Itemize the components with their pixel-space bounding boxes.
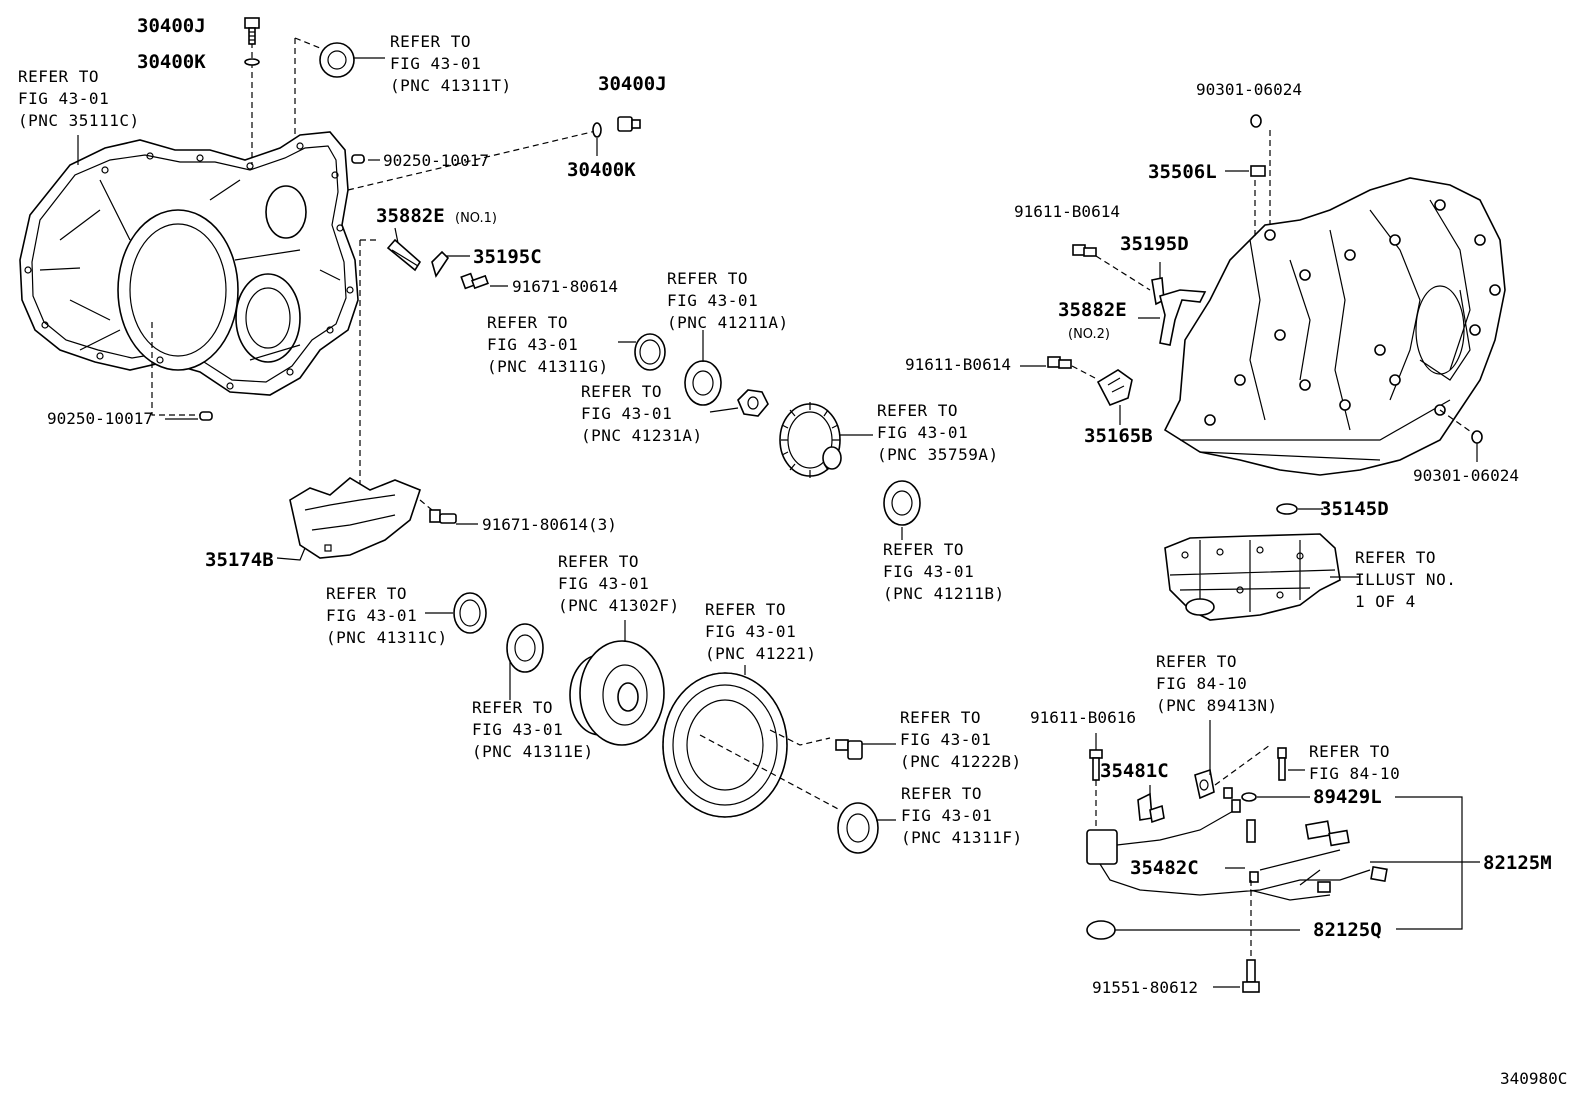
o-ring-90301-06024-top-icon: [1250, 114, 1262, 128]
callout-89429l[interactable]: 89429L: [1313, 786, 1382, 808]
ref-41311g[interactable]: REFER TO FIG 43-01 (PNC 41311G): [487, 313, 609, 376]
callout-91611-b0614-b[interactable]: 91611-B0614: [905, 355, 1011, 374]
callout-labels: 30400J 30400K 30400J 30400K 90250-10017 …: [47, 15, 1552, 997]
sensor-89413n-icon: [1194, 768, 1215, 800]
ref-41311e[interactable]: REFER TO FIG 43-01 (PNC 41311E): [472, 698, 594, 761]
shield-35174b-icon: [289, 477, 421, 559]
callout-no2: (NO.2): [1068, 327, 1110, 342]
ring-gear-41221-icon: [662, 672, 788, 818]
callout-35481c[interactable]: 35481C: [1100, 760, 1169, 782]
ref-illust-1-of-4[interactable]: REFER TO ILLUST NO. 1 OF 4: [1355, 548, 1466, 611]
callout-91671-80614[interactable]: 91671-80614: [512, 277, 618, 296]
plug-35145d-icon: [1276, 503, 1298, 515]
callout-30400k-mid[interactable]: 30400K: [567, 159, 636, 181]
callout-30400k-top[interactable]: 30400K: [137, 51, 206, 73]
bracket-35195c-icon: [431, 250, 450, 278]
plug-30400j-icon: [617, 116, 641, 132]
callout-35482c[interactable]: 35482C: [1130, 857, 1199, 879]
callout-82125q[interactable]: 82125Q: [1313, 919, 1382, 941]
callout-91671-80614-3[interactable]: 91671-80614(3): [482, 515, 617, 534]
ref-41311f[interactable]: REFER TO FIG 43-01 (PNC 41311F): [901, 784, 1023, 847]
bolt-91671-80614-3-icon: [429, 509, 457, 524]
bolt-30400j-icon: [244, 17, 260, 45]
ref-41311c[interactable]: REFER TO FIG 43-01 (PNC 41311C): [326, 584, 448, 647]
o-ring-89429l-icon: [1241, 792, 1257, 802]
ref-41211a[interactable]: REFER TO FIG 43-01 (PNC 41211A): [667, 269, 789, 332]
figure-code: 340980C: [1500, 1069, 1567, 1088]
bearing-41211b-icon: [883, 480, 921, 526]
ref-35759a[interactable]: REFER TO FIG 43-01 (PNC 35759A): [877, 401, 999, 464]
callout-90250-10017-a[interactable]: 90250-10017: [383, 151, 489, 170]
wire-harness-82125m-illustration: [1086, 787, 1388, 901]
callout-90301-06024-bot[interactable]: 90301-06024: [1413, 466, 1519, 485]
callout-35195d[interactable]: 35195D: [1120, 233, 1189, 255]
ref-89413n[interactable]: REFER TO FIG 84-10 (PNC 89413N): [1156, 652, 1278, 715]
valve-body-illustration: [1164, 533, 1341, 621]
tube-35882e-no2-icon: [1159, 289, 1207, 346]
gear-35759a-icon: [779, 402, 842, 478]
pin-90250-10017-a-icon: [351, 154, 365, 164]
ref-41302f[interactable]: REFER TO FIG 43-01 (PNC 41302F): [558, 552, 680, 615]
callout-35195c[interactable]: 35195C: [473, 246, 542, 268]
callout-35882e-no1[interactable]: 35882E: [376, 205, 445, 227]
clip-35882e-no1-icon: [386, 238, 422, 272]
ref-41222b[interactable]: REFER TO FIG 43-01 (PNC 41222B): [900, 708, 1022, 771]
bolt-41222b-icon: [835, 739, 863, 760]
callout-82125m[interactable]: 82125M: [1483, 852, 1552, 874]
bearing-41311e-icon: [506, 623, 544, 673]
plug-35506l-icon: [1250, 165, 1266, 177]
reference-notes: REFER TO FIG 43-01 (PNC 35111C) REFER TO…: [18, 32, 1466, 847]
callout-90250-10017-b[interactable]: 90250-10017: [47, 409, 153, 428]
callout-30400j-mid[interactable]: 30400J: [598, 73, 667, 95]
o-ring-82125q-icon: [1086, 920, 1116, 940]
oil-seal-41311c-icon: [453, 592, 487, 634]
gasket-30400k-icon: [244, 58, 260, 66]
bearing-41311f-icon: [837, 802, 879, 854]
ref-41311t[interactable]: REFER TO FIG 43-01 (PNC 41311T): [390, 32, 512, 95]
callout-90301-06024-top[interactable]: 90301-06024: [1196, 80, 1302, 99]
bolt-91611-b0614-a-icon: [1072, 244, 1097, 257]
callout-91551-80612[interactable]: 91551-80612: [1092, 978, 1198, 997]
callout-35145d[interactable]: 35145D: [1320, 498, 1389, 520]
callout-30400j-top[interactable]: 30400J: [137, 15, 206, 37]
bolt-91551-80612-icon: [1242, 959, 1260, 993]
callout-35174b[interactable]: 35174B: [205, 549, 274, 571]
transaxle-housing-illustration: [19, 131, 359, 396]
callout-35506l[interactable]: 35506L: [1148, 161, 1217, 183]
oil-seal-41311t-icon: [319, 42, 355, 78]
gasket-30400k-mid-icon: [592, 122, 602, 138]
pin-90250-10017-b-icon: [199, 411, 213, 421]
callout-35882e-no2[interactable]: 35882E: [1058, 299, 1127, 321]
ref-fig-84-10[interactable]: REFER TO FIG 84-10: [1309, 742, 1400, 783]
transmission-case-illustration: [1163, 177, 1506, 476]
differential-case-41302f-icon: [569, 640, 665, 746]
oil-seal-41311g-icon: [634, 333, 666, 371]
bolt-fig8410-icon: [1277, 747, 1287, 781]
bolt-91671-80614-icon: [460, 272, 489, 290]
callout-35165b[interactable]: 35165B: [1084, 425, 1153, 447]
bearing-41211a-icon: [684, 360, 722, 406]
bolt-91611-b0614-b-icon: [1047, 356, 1072, 369]
ref-41211b[interactable]: REFER TO FIG 43-01 (PNC 41211B): [883, 540, 1005, 603]
callout-91611-b0614-a[interactable]: 91611-B0614: [1014, 202, 1120, 221]
callout-91611-b0616[interactable]: 91611-B0616: [1030, 708, 1136, 727]
ref-41231a[interactable]: REFER TO FIG 43-01 (PNC 41231A): [581, 382, 703, 445]
ref-35111c[interactable]: REFER TO FIG 43-01 (PNC 35111C): [18, 67, 140, 130]
o-ring-90301-06024-bot-icon: [1471, 430, 1483, 444]
ref-41221[interactable]: REFER TO FIG 43-01 (PNC 41221): [705, 600, 816, 663]
bracket-35481c-icon: [1137, 792, 1165, 824]
nut-41231a-icon: [737, 389, 769, 417]
callout-no1: (NO.1): [455, 211, 497, 226]
bracket-35165b-icon: [1096, 369, 1133, 407]
